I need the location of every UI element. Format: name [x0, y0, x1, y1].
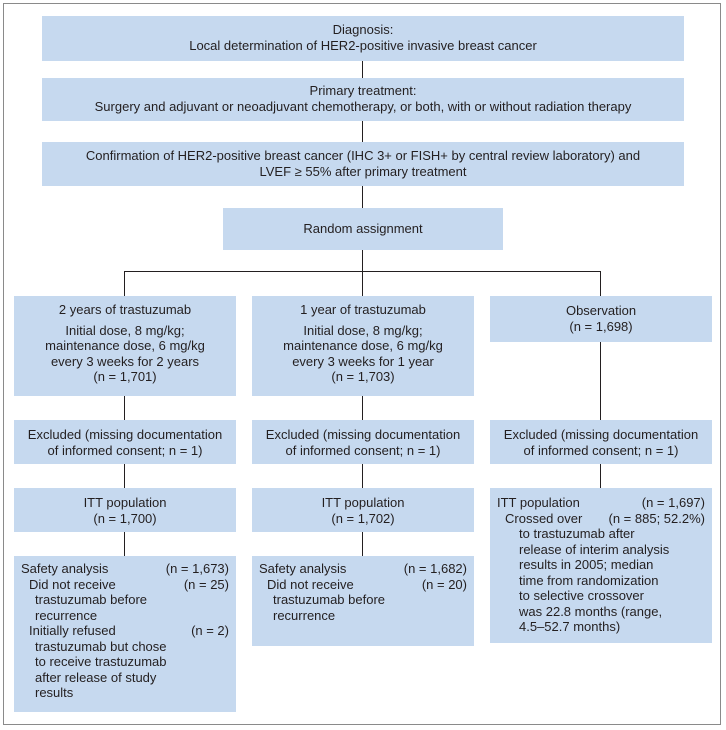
connector-confirm-random: [362, 186, 363, 208]
primary-treatment-title: Primary treatment:: [309, 83, 417, 98]
observation-n: (n = 1,698): [569, 318, 633, 334]
arm-2-years-box: 2 years of trastuzumab Initial dose, 8 m…: [14, 296, 236, 396]
safety-sub-line: trastuzumab before: [35, 592, 148, 607]
excluded-line: Excluded (missing documentation: [503, 427, 699, 442]
crossover-line: to selective crossover: [519, 588, 644, 603]
safety-sub-line: recurrence: [273, 607, 336, 623]
crossover-line: release of interim analysis: [519, 541, 670, 557]
safety-row: Safety analysis (n = 1,682): [259, 561, 467, 577]
connector-random-branch: [362, 250, 363, 271]
safety-sub-row: Did not receive trastuzumab before recur…: [21, 577, 229, 624]
arm-1-year-n: (n = 1,703): [331, 369, 395, 384]
safety-sub-line: Did not receive: [267, 576, 354, 592]
diagnosis-title: Diagnosis:: [332, 22, 394, 37]
safety-n: (n = 1,673): [165, 561, 229, 576]
figure-frame: [3, 3, 721, 725]
arm-1-year-title: 1 year of trastuzumab: [300, 302, 426, 317]
excluded-box-arm-1: Excluded (missing documentation of infor…: [14, 420, 236, 464]
itt-label: ITT population: [497, 495, 580, 510]
excluded-line: Excluded (missing documentation: [27, 427, 223, 442]
itt-box-arm-1: ITT population (n = 1,700): [14, 488, 236, 532]
safety-sub-n: (n = 20): [421, 576, 467, 592]
excluded-line: of informed consent; n = 1): [285, 442, 441, 458]
arm-2-years-title: 2 years of trastuzumab: [58, 302, 192, 317]
safety-sub-line: Did not receive: [29, 576, 116, 592]
safety-sub-line: results: [35, 685, 74, 700]
connector-arm2-excluded: [362, 396, 363, 420]
crossover-line: 4.5–52.7 months): [519, 619, 621, 634]
itt-label: ITT population: [83, 495, 167, 510]
connector-arm1-itt: [124, 464, 125, 488]
arm-2-years-line: maintenance dose, 6 mg/kg: [45, 338, 205, 353]
arm-2-years-line: every 3 weeks for 2 years: [50, 353, 200, 369]
random-assignment-text: Random assignment: [303, 221, 423, 236]
crossover-line: time from randomization: [519, 572, 659, 588]
safety-sub-line: trastuzumab but chose: [35, 638, 167, 654]
connector-arm3-itt: [600, 464, 601, 488]
safety-box-arm-2: Safety analysis (n = 1,682) Did not rece…: [252, 556, 474, 646]
connector-arm2-itt: [362, 464, 363, 488]
connector-arm1-excluded: [124, 396, 125, 420]
safety-sub-row: Initially refused trastuzumab but chose …: [21, 623, 229, 701]
crossover-details: to trastuzumab after release of interim …: [497, 526, 705, 635]
safety-label: Safety analysis: [21, 561, 109, 576]
safety-sub-n: (n = 25): [183, 576, 229, 592]
crossover-n: (n = 885; 52.2%): [608, 510, 705, 526]
safety-sub-line: to receive trastuzumab: [35, 654, 167, 669]
primary-treatment-text: Surgery and adjuvant or neoadjuvant chem…: [94, 98, 632, 114]
arm-1-year-box: 1 year of trastuzumab Initial dose, 8 mg…: [252, 296, 474, 396]
arm-1-year-line: maintenance dose, 6 mg/kg: [283, 338, 443, 353]
safety-sub-line: recurrence: [35, 607, 98, 623]
confirmation-line-2: LVEF ≥ 55% after primary treatment: [259, 163, 467, 179]
itt-box-arm-2: ITT population (n = 1,702): [252, 488, 474, 532]
diagnosis-box: Diagnosis: Local determination of HER2-p…: [42, 16, 684, 61]
itt-row: ITT population (n = 1,697): [497, 495, 705, 511]
arm-2-years-n: (n = 1,701): [93, 369, 157, 384]
crossover-row: Crossed over (n = 885; 52.2%): [497, 511, 705, 527]
itt-n: (n = 1,702): [331, 510, 395, 526]
confirmation-line-1: Confirmation of HER2-positive breast can…: [85, 148, 641, 163]
crossover-line: was 22.8 months (range,: [519, 603, 663, 619]
primary-treatment-box: Primary treatment: Surgery and adjuvant …: [42, 78, 684, 121]
itt-box-arm-3: ITT population (n = 1,697) Crossed over …: [490, 488, 712, 643]
safety-sub-line: trastuzumab before: [273, 592, 386, 607]
excluded-box-arm-2: Excluded (missing documentation of infor…: [252, 420, 474, 464]
connector-branch-arm1: [124, 271, 125, 296]
arm-1-year-line: Initial dose, 8 mg/kg;: [303, 322, 423, 338]
observation-title: Observation: [565, 303, 637, 318]
diagnosis-text: Local determination of HER2-positive inv…: [189, 37, 537, 53]
connector-arm3-excluded: [600, 342, 601, 420]
itt-n: (n = 1,700): [93, 510, 157, 526]
connector-diag-primary: [362, 61, 363, 78]
excluded-line: of informed consent; n = 1): [47, 442, 203, 458]
crossover-line: results in 2005; median: [519, 557, 654, 572]
confirmation-box: Confirmation of HER2-positive breast can…: [42, 142, 684, 186]
safety-sub-row: Did not receive trastuzumab before recur…: [259, 577, 467, 624]
excluded-line: Excluded (missing documentation: [265, 427, 461, 442]
safety-row: Safety analysis (n = 1,673): [21, 561, 229, 577]
crossover-label: Crossed over: [505, 510, 583, 526]
itt-n: (n = 1,697): [641, 495, 705, 510]
arm-1-year-line: every 3 weeks for 1 year: [292, 353, 434, 369]
excluded-box-arm-3: Excluded (missing documentation of infor…: [490, 420, 712, 464]
connector-primary-confirm: [362, 121, 363, 142]
safety-label: Safety analysis: [259, 561, 347, 576]
connector-arm2-safety: [362, 532, 363, 556]
arm-2-years-line: Initial dose, 8 mg/kg;: [65, 322, 185, 338]
excluded-line: of informed consent; n = 1): [523, 442, 679, 458]
random-assignment-box: Random assignment: [223, 208, 503, 250]
connector-branch-arm3: [600, 271, 601, 296]
safety-box-arm-1: Safety analysis (n = 1,673) Did not rece…: [14, 556, 236, 712]
observation-box: Observation (n = 1,698): [490, 296, 712, 342]
safety-n: (n = 1,682): [403, 561, 467, 576]
safety-sub-line: after release of study: [35, 669, 157, 685]
itt-label: ITT population: [321, 495, 405, 510]
crossover-line: to trastuzumab after: [519, 526, 635, 541]
connector-branch-arm2: [362, 271, 363, 296]
safety-sub-n: (n = 2): [191, 623, 229, 638]
safety-sub-line: Initially refused: [29, 623, 116, 638]
connector-arm1-safety: [124, 532, 125, 556]
